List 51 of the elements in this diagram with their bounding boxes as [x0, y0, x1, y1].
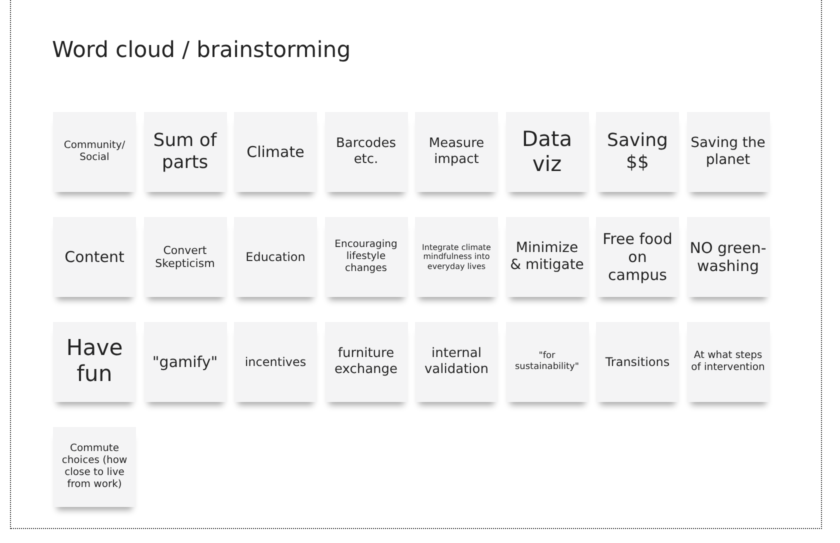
note-text: "gamify" — [152, 353, 218, 371]
note-text: Saving the planet — [690, 135, 766, 169]
note-text: "for sustainability" — [514, 351, 580, 373]
note-text: Commute choices (how close to live from work) — [60, 443, 128, 491]
sticky-note — [144, 217, 226, 297]
sticky-note — [686, 112, 770, 192]
note-text: Have fun — [65, 336, 124, 388]
title: Word cloud / brainstorming — [52, 38, 351, 63]
sticky-note — [234, 217, 317, 297]
sticky-note — [686, 217, 770, 297]
sticky-note — [506, 112, 588, 192]
sticky-note — [415, 322, 498, 402]
note-text: Education — [246, 250, 306, 264]
sticky-note — [596, 112, 679, 192]
note-text: Data viz — [520, 126, 574, 178]
sticky-note — [53, 112, 136, 192]
note-text: Convert Skepticism — [154, 244, 216, 270]
note-text: Integrate climate mindfulness into everyday lives — [421, 242, 492, 272]
sticky-note — [596, 217, 679, 297]
note-text: Saving $$ — [606, 130, 669, 174]
note-text: internal validation — [423, 346, 490, 378]
sticky-note — [144, 322, 226, 402]
note-text: Community/ Social — [62, 140, 126, 164]
sticky-note — [324, 217, 408, 297]
sticky-note — [144, 112, 226, 192]
sticky-note — [596, 322, 679, 402]
sticky-note — [234, 112, 317, 192]
note-text: Climate — [246, 143, 304, 161]
sticky-note — [53, 217, 136, 297]
note-text: Minimize & mitigate — [509, 240, 585, 274]
sticky-note — [415, 217, 498, 297]
sticky-note — [686, 322, 770, 402]
sticky-note — [234, 322, 317, 402]
note-text: furniture exchange — [333, 346, 399, 378]
note-text: Sum of parts — [152, 130, 218, 174]
note-text: Free food on campus — [602, 230, 674, 284]
note-text: Barcodes etc. — [334, 136, 398, 168]
note-text: Content — [64, 248, 124, 266]
note-text: NO green-washing — [690, 239, 766, 275]
sticky-note — [415, 112, 498, 192]
note-text: At what steps of intervention — [690, 350, 766, 374]
sticky-note — [53, 322, 136, 402]
sticky-note — [324, 112, 408, 192]
sticky-note — [53, 427, 136, 507]
note-text: incentives — [244, 354, 306, 370]
note-text: Measure impact — [428, 136, 486, 168]
sticky-note — [506, 322, 588, 402]
sticky-note — [324, 322, 408, 402]
sticky-note — [506, 217, 588, 297]
note-text: Transitions — [605, 354, 670, 370]
note-text: Encouraging lifestyle changes — [334, 239, 398, 275]
